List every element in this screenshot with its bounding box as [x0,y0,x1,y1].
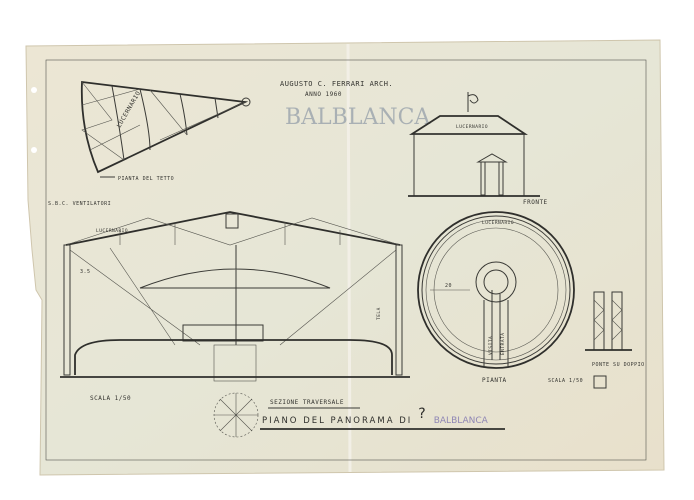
drawing-title: PIANO DEL PANORAMA DI [262,416,412,426]
front-elevation: LUCERNARIO FRONTE [408,92,548,206]
roof-plan-caption: PIANTA DEL TETTO [118,176,174,182]
scaffold-detail: PONTE SU DOPPIO SCALA 1/50 [548,291,645,389]
plan-caption: PIANTA [482,377,507,384]
paper [25,39,665,476]
section-caption: SEZIONE TRAVERSALE [270,399,344,406]
punch-hole [31,147,37,153]
plan-corridor-label: ENTRATA [500,333,506,355]
scaffold-scale: SCALA 1/50 [548,378,583,384]
date-line: ANNO 1960 [305,91,342,98]
title-question-mark: ? [418,406,427,422]
fold-line [346,43,352,473]
scaffold-caption: PONTE SU DOPPIO [592,362,645,368]
section-canvas-label: TELA [376,307,382,320]
section-scale: SCALA 1/50 [90,395,131,402]
drawing-border [45,59,647,461]
section-skylight-label: LUCERNARIO [96,228,128,234]
punch-hole [31,87,37,93]
author-signature: AUGUSTO C. FERRARI ARCH. [280,80,393,88]
cross-section: 3.5 LUCERNARIO TELA SCALA 1/50 SEZIONE T… [60,211,410,438]
ventilators-label: S.B.C. VENTILATORI [48,201,111,207]
plan-dimension: 20 [445,283,452,289]
floor-plan: LUCERNARIO VISITA ENTRATA 20 PIANTA [417,211,575,384]
section-dimension: 3.5 [80,269,91,275]
front-caption: FRONTE [523,199,548,206]
plan-ring-label: LUCERNARIO [482,220,514,226]
title-pencil-name: BALBLANCA [434,416,489,426]
plan-corridor-label: VISITA [488,336,494,355]
front-roof-label: LUCERNARIO [456,124,488,130]
pencil-name: BALBLANCA [285,105,431,130]
